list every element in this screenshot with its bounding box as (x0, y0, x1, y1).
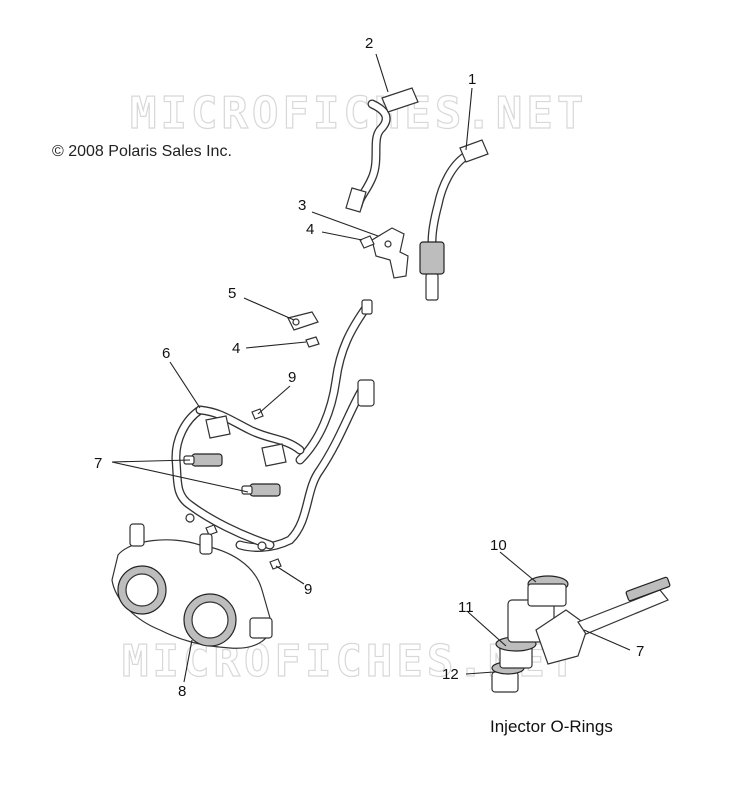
callout-9-lower: 9 (304, 581, 312, 598)
callout-1: 1 (468, 71, 476, 88)
callout-4-lower: 4 (232, 340, 240, 357)
callout-10: 10 (490, 537, 507, 554)
callout-4-upper: 4 (306, 221, 314, 238)
part-8-throttle-body (111, 523, 273, 649)
part-9-screw-lower (269, 558, 282, 570)
inset-caption: Injector O-Rings (490, 717, 613, 736)
part-6-fuel-rail (171, 299, 375, 552)
callout-11: 11 (458, 599, 474, 616)
part-5-clamp (287, 311, 319, 331)
callout-8: 8 (178, 683, 186, 700)
callout-12: 12 (442, 666, 459, 683)
part-4-bolt-upper (359, 235, 375, 249)
leader-lines (111, 53, 631, 683)
callout-7-inset: 7 (636, 643, 644, 660)
part-1-fuel-hose-filter (419, 139, 489, 301)
part-4-bolt-lower (305, 336, 320, 348)
callout-7-left: 7 (94, 455, 102, 472)
screw-loose (205, 524, 218, 536)
callout-9-upper: 9 (288, 369, 296, 386)
watermark-top: MICROFICHES.NET (130, 88, 587, 139)
part-3-bracket (371, 227, 409, 279)
copyright-notice: © 2008 Polaris Sales Inc. (52, 143, 232, 160)
part-7-injector-right (241, 483, 281, 497)
callout-5: 5 (228, 285, 236, 302)
part-2-fuel-hose-upper (345, 87, 419, 213)
callout-2: 2 (365, 35, 373, 52)
callout-6: 6 (162, 345, 170, 362)
inset-injector (491, 575, 671, 693)
callout-3: 3 (298, 197, 306, 214)
